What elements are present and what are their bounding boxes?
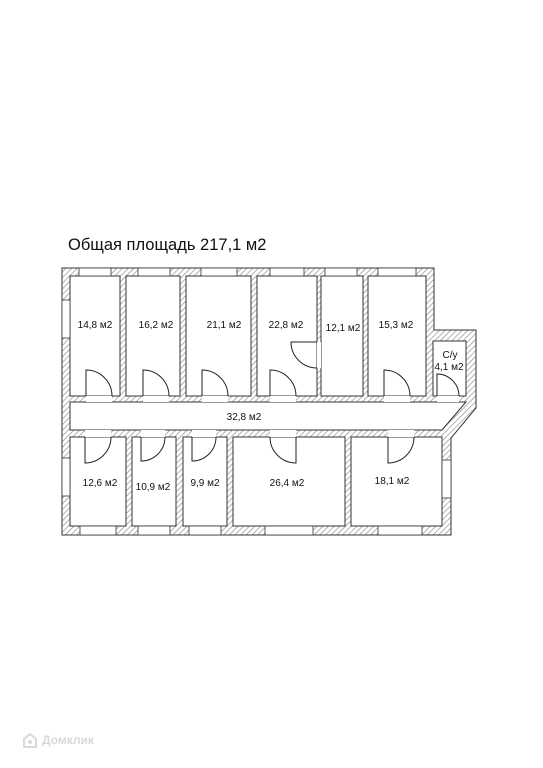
room-5 [320, 275, 364, 397]
room-4 [256, 275, 318, 397]
room-3 [185, 275, 252, 397]
room-1 [69, 275, 121, 397]
room-b4 [232, 436, 346, 527]
corridor [69, 401, 468, 431]
plan-title: Общая площадь 217,1 м2 [68, 236, 267, 254]
room-6 [367, 275, 427, 397]
room-b1-area: 12,6 м2 [83, 478, 118, 489]
wc-name: С/у [443, 350, 458, 361]
watermark: Домклик [22, 732, 94, 748]
room-b3-area: 9,9 м2 [190, 478, 220, 489]
domclick-logo-icon [22, 732, 38, 748]
windows [61, 267, 452, 536]
wc-area: 4,1 м2 [434, 362, 464, 373]
room-b2-area: 10,9 м2 [136, 482, 171, 493]
room-2-area: 16,2 м2 [139, 320, 174, 331]
room-b5-area: 18,1 м2 [375, 476, 410, 487]
doors [84, 341, 460, 464]
room-b2 [131, 436, 177, 527]
corridor-area: 32,8 м2 [227, 412, 262, 423]
room-b4-area: 26,4 м2 [270, 478, 305, 489]
room-1-area: 14,8 м2 [78, 320, 113, 331]
room-3-area: 21,1 м2 [207, 320, 242, 331]
wc-room [432, 340, 467, 397]
room-4-area: 22,8 м2 [269, 320, 304, 331]
room-6-area: 15,3 м2 [379, 320, 414, 331]
room-5-area: 12,1 м2 [326, 323, 361, 334]
watermark-text: Домклик [42, 733, 94, 747]
room-2 [125, 275, 181, 397]
